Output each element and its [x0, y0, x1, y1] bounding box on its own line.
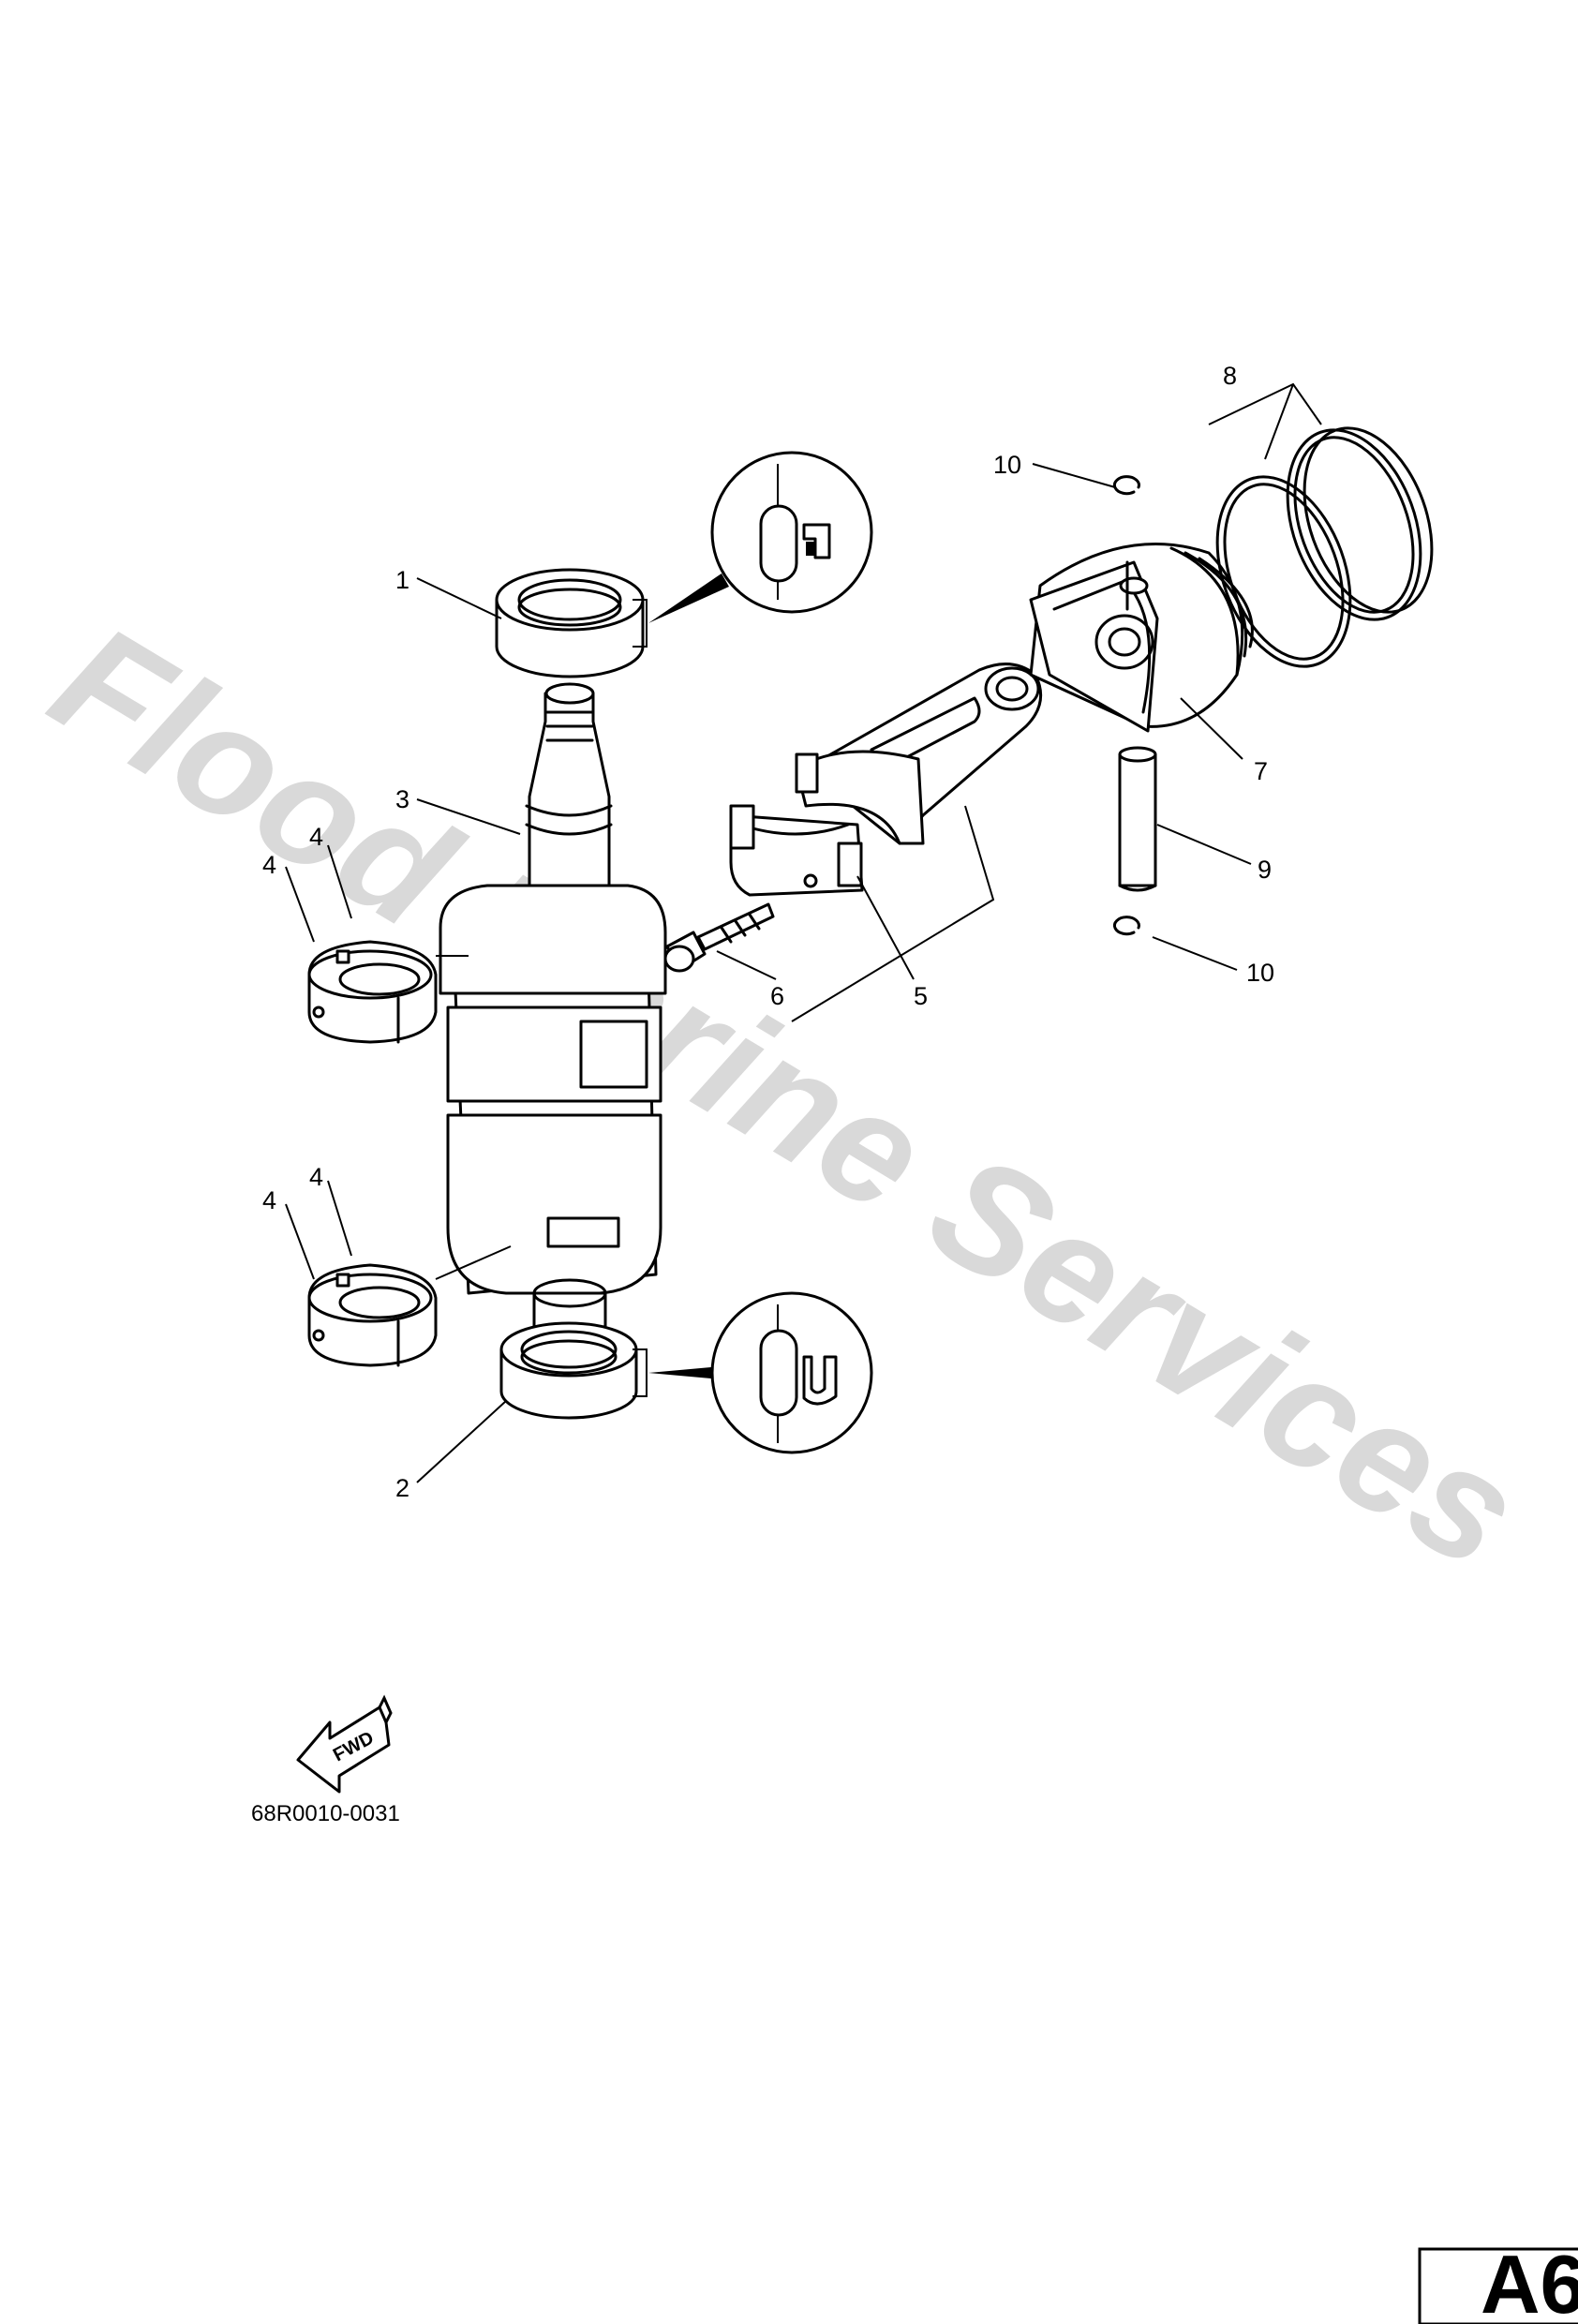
- seal-detail-lower: [710, 1291, 873, 1454]
- leader-4c: [285, 1203, 315, 1280]
- leader-1: [416, 577, 502, 619]
- piston-pin: [1118, 746, 1157, 892]
- oil-seal-upper: [495, 568, 645, 678]
- drawing-code: 68R0010-0031: [251, 1801, 400, 1826]
- leader-6: [716, 950, 777, 980]
- leader-8: [1208, 382, 1322, 460]
- callout-3: 3: [395, 785, 409, 813]
- callout-5: 5: [914, 982, 928, 1010]
- fwd-arrow-icon: FWD: [296, 1694, 393, 1794]
- callout-9: 9: [1258, 856, 1272, 884]
- callout-10-lower: 10: [1246, 959, 1274, 987]
- rod-bolt: [663, 902, 775, 973]
- clip-upper: [1112, 475, 1140, 496]
- callout-4a: 4: [262, 851, 276, 879]
- leader-7: [1180, 697, 1243, 760]
- bearing-upper: [307, 940, 438, 1044]
- leader-9: [1156, 824, 1252, 865]
- callout-4b: 4: [309, 823, 323, 851]
- leader-3: [416, 798, 521, 835]
- leader-10-lower: [1152, 936, 1238, 971]
- piston: [1029, 543, 1254, 733]
- leader-5: [856, 875, 915, 980]
- callout-4d: 4: [309, 1163, 323, 1191]
- callout-2: 2: [395, 1474, 409, 1502]
- bearing-lower: [307, 1263, 438, 1367]
- seal-detail-upper: [710, 451, 873, 614]
- connecting-rod: [729, 663, 1043, 897]
- bracket-lower-seal: [633, 1348, 648, 1397]
- bracket-upper-seal: [633, 599, 648, 648]
- leader-4d: [327, 1180, 352, 1257]
- callout-10-upper: 10: [993, 451, 1021, 479]
- page-tag-text: A6: [1481, 2238, 1578, 2324]
- leader-10-upper: [1032, 463, 1116, 488]
- leader-2: [416, 1400, 507, 1483]
- pointer-upper-detail: [648, 574, 729, 623]
- leader-bearing-lower: [435, 1245, 512, 1280]
- piston-rings: [1215, 426, 1434, 668]
- callout-6: 6: [770, 982, 784, 1010]
- callout-4c: 4: [262, 1186, 276, 1214]
- callout-1: 1: [395, 566, 409, 594]
- clip-lower: [1112, 916, 1140, 936]
- leader-rod-set: [791, 805, 995, 1022]
- page-tag: A6: [1418, 2238, 1578, 2324]
- leader-4a: [285, 866, 315, 943]
- callout-7: 7: [1254, 757, 1268, 785]
- crankshaft: [439, 682, 667, 1339]
- pointer-lower-detail: [648, 1366, 722, 1379]
- oil-seal-lower: [499, 1321, 638, 1420]
- leader-4b: [327, 844, 352, 919]
- callout-8: 8: [1223, 362, 1237, 390]
